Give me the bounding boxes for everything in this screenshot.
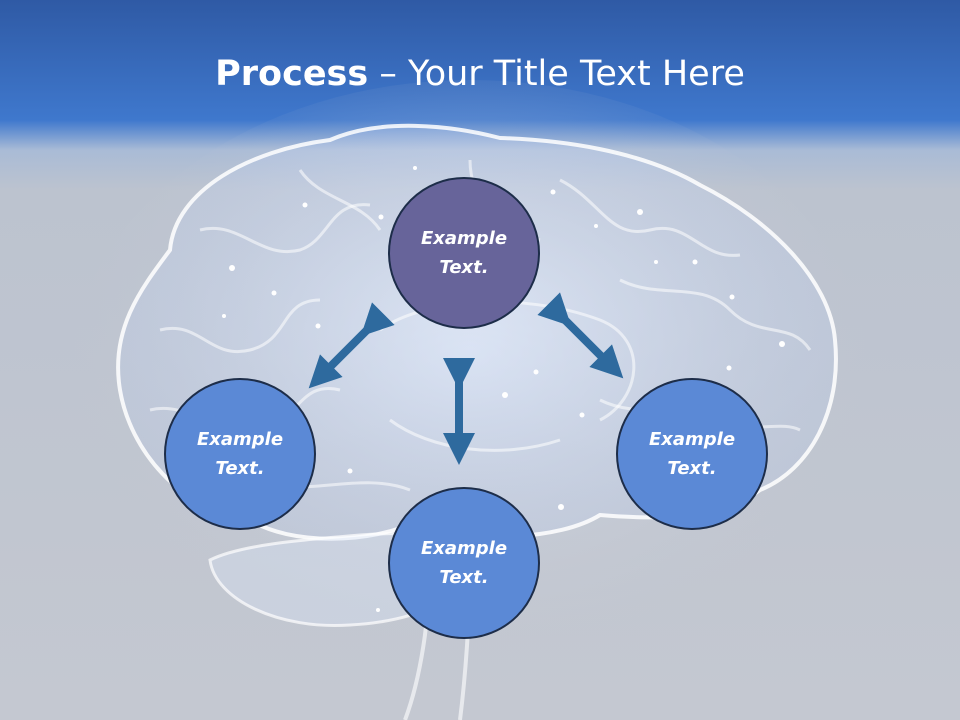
node-top: Example Text. [388, 177, 540, 329]
slide-title: Process – Your Title Text Here [0, 48, 960, 100]
node-right-text: Example Text. [648, 429, 736, 479]
node-left: Example Text. [164, 378, 316, 530]
title-bold: Process [215, 54, 369, 94]
arrow-top-right [537, 292, 624, 379]
node-bottom-text: Example Text. [420, 538, 508, 588]
node-left-text: Example Text. [196, 429, 284, 479]
node-bottom: Example Text. [388, 487, 540, 639]
node-right: Example Text. [616, 378, 768, 530]
node-top-text: Example Text. [420, 228, 508, 278]
arrow-top-left [308, 302, 395, 389]
title-rest: – Your Title Text Here [368, 54, 745, 94]
